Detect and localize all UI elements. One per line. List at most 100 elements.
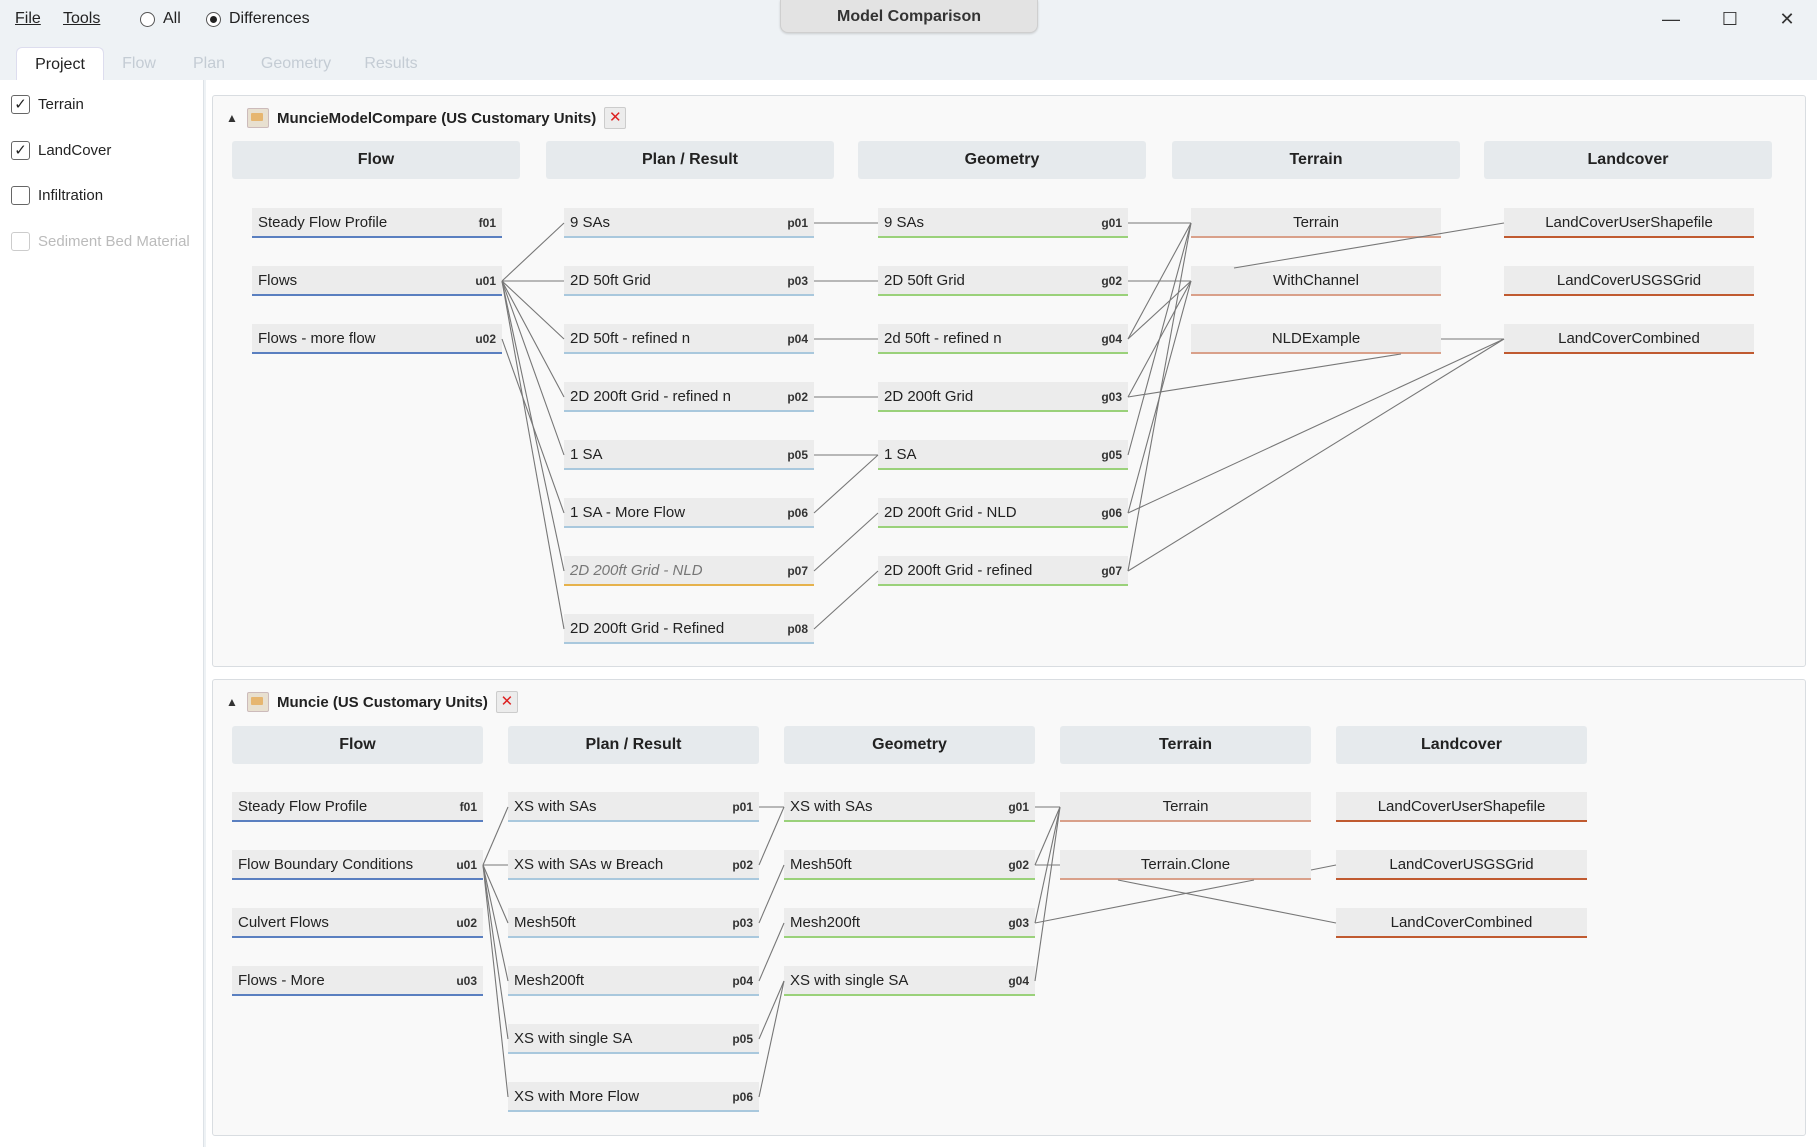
geometry-label: XS with SAs [790, 798, 873, 815]
menu-file[interactable]: File [15, 10, 41, 28]
radio-differences[interactable]: Differences [206, 10, 310, 28]
plan-label: XS with SAs w Breach [514, 856, 664, 873]
plan-code: p08 [787, 622, 808, 636]
geometry-label: 2d 50ft - refined n [884, 330, 1002, 347]
geometry-code: g01 [1101, 216, 1122, 230]
filter-landcover-checkbox[interactable]: ✓LandCover [11, 141, 111, 160]
filter-sediment-checkbox: Sediment Bed Material [11, 232, 190, 251]
filter-infiltration-checkbox[interactable]: Infiltration [11, 186, 103, 205]
maximize-button[interactable]: ☐ [1710, 4, 1750, 34]
folder-icon [247, 692, 269, 712]
tab-plan[interactable]: Plan [192, 55, 226, 72]
geometry-label: 2D 200ft Grid - refined [884, 562, 1033, 579]
landcover-item[interactable]: LandCoverUserShapefile [1336, 792, 1587, 822]
plan-code: p05 [732, 1032, 753, 1046]
close-icon: ✕ [500, 693, 514, 710]
flow-code: f01 [478, 216, 496, 230]
radio-differences-label: Differences [229, 10, 310, 27]
landcover-item[interactable]: LandCoverCombined [1504, 324, 1754, 354]
plan-code: p06 [787, 506, 808, 520]
landcover-label: LandCoverUSGSGrid [1389, 856, 1534, 873]
project-units: (US Customary Units) [332, 693, 488, 711]
plan-item[interactable]: XS with SAs w Breach p02 [508, 850, 759, 880]
plan-label: 2D 200ft Grid - refined n [570, 388, 731, 405]
geometry-label: 1 SA [884, 446, 917, 463]
terrain-item[interactable]: NLDExample [1191, 324, 1441, 354]
flow-code: f01 [459, 800, 477, 814]
landcover-item[interactable]: LandCoverCombined [1336, 908, 1587, 938]
close-icon: ✕ [608, 109, 622, 126]
collapse-icon[interactable]: ▲ [226, 111, 238, 125]
plan-code: p02 [732, 858, 753, 872]
plan-code: p04 [787, 332, 808, 346]
collapse-icon[interactable]: ▲ [226, 695, 238, 709]
terrain-item[interactable]: Terrain [1191, 208, 1441, 238]
remove-project-button[interactable]: ✕ [495, 691, 518, 713]
plan-label: Mesh50ft [514, 914, 576, 931]
landcover-item[interactable]: LandCoverUSGSGrid [1504, 266, 1754, 296]
checkbox-empty-icon [11, 186, 30, 205]
tab-flow[interactable]: Flow [122, 55, 156, 72]
menu-tools[interactable]: Tools [63, 10, 100, 28]
terrain-item[interactable]: Terrain [1060, 792, 1311, 822]
remove-project-button[interactable]: ✕ [604, 107, 627, 129]
geometry-code: g03 [1008, 916, 1029, 930]
filter-landcover-label: LandCover [38, 142, 112, 159]
tab-geometry[interactable]: Geometry [260, 55, 332, 72]
plan-code: p05 [787, 448, 808, 462]
radio-all[interactable]: All [140, 10, 181, 28]
tab-results[interactable]: Results [364, 55, 418, 72]
minimize-icon: — [1662, 9, 1680, 29]
flow-code: u03 [456, 974, 477, 988]
flow-code: u01 [475, 274, 496, 288]
landcover-item[interactable]: LandCoverUserShapefile [1504, 208, 1754, 238]
geometry-label: Mesh50ft [790, 856, 852, 873]
geometry-code: g04 [1008, 974, 1029, 988]
geometry-label: 2D 50ft Grid [884, 272, 965, 289]
check-icon: ✓ [11, 95, 30, 114]
landcover-label: LandCoverUSGSGrid [1556, 272, 1702, 289]
tab-project[interactable]: Project [16, 47, 104, 82]
minimize-button[interactable]: — [1651, 4, 1691, 34]
close-button[interactable]: ✕ [1767, 4, 1807, 34]
filter-terrain-checkbox[interactable]: ✓Terrain [11, 95, 84, 114]
landcover-item[interactable]: LandCoverUSGSGrid [1336, 850, 1587, 880]
column-landcover: Landcover [1484, 141, 1772, 179]
column-flow: Flow [232, 141, 520, 179]
landcover-label: LandCoverUserShapefile [1377, 798, 1546, 815]
terrain-item[interactable]: WithChannel [1191, 266, 1441, 296]
terrain-item[interactable]: Terrain.Clone [1060, 850, 1311, 880]
plan-label: 2D 200ft Grid - NLD [570, 562, 703, 579]
